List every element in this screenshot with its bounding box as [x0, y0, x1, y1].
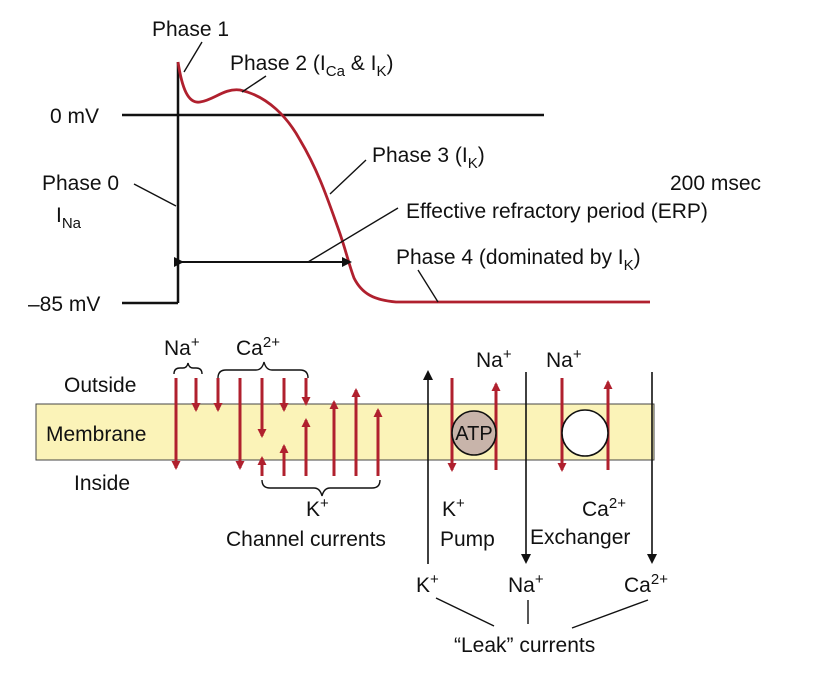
membrane-band: [35, 403, 655, 461]
k-plus-label-pump: K+: [442, 495, 465, 521]
k-plus-label-channels: K+: [306, 495, 329, 521]
phase2-leader: [241, 75, 267, 93]
atp-circle: [451, 410, 497, 456]
phase3-leader: [329, 159, 367, 195]
membrane-label: Membrane: [46, 423, 146, 446]
leak-k-label: K+: [416, 571, 439, 597]
action-potential-graph: Phase 1 Phase 2 (ICa & IK) 0 mV Phase 3 …: [28, 18, 761, 316]
phase2-label: Phase 2 (ICa & IK): [230, 52, 393, 80]
na-brace: [173, 362, 203, 375]
phase3-label: Phase 3 (IK): [372, 144, 485, 172]
phase1-leader: [183, 41, 203, 73]
phase4-leader: [417, 269, 439, 303]
atp-label: ATP: [455, 423, 492, 445]
leak-ca-label: Ca2+: [624, 571, 668, 597]
phase0-current-label: INa: [56, 204, 82, 232]
leak-currents-label: “Leak” currents: [454, 634, 595, 657]
membrane-section: Outside Membrane Inside Na+ Ca2+ Na+ Na+: [35, 334, 668, 657]
inside-label: Inside: [74, 472, 130, 495]
leak-current-arrows: [423, 370, 657, 564]
na-k-pump: ATP: [447, 378, 501, 472]
minus85-mv-label: –85 mV: [28, 293, 100, 316]
exchanger-circle: [561, 409, 609, 457]
na-plus-label-channels: Na+: [164, 334, 200, 360]
ca-label-exchanger: Ca2+: [582, 495, 626, 521]
zero-mv-label: 0 mV: [50, 105, 99, 128]
na-plus-label-exchanger: Na+: [546, 346, 582, 372]
channel-currents-label: Channel currents: [226, 528, 386, 551]
k-brace: [261, 479, 381, 497]
na-ca-exchanger: [557, 378, 613, 472]
phase4-label: Phase 4 (dominated by IK): [396, 246, 641, 274]
leak-na-label: Na+: [508, 571, 544, 597]
na-plus-label-pump: Na+: [476, 346, 512, 372]
phase0-label: Phase 0: [42, 172, 119, 195]
ca-label-channels: Ca2+: [236, 334, 280, 360]
exchanger-label: Exchanger: [530, 526, 630, 549]
channel-current-arrows: [171, 378, 383, 476]
erp-label: Effective refractory period (ERP): [406, 200, 708, 223]
leak-connector-ca: [571, 599, 649, 629]
erp-leader: [307, 207, 399, 263]
outside-label: Outside: [64, 374, 136, 397]
phase0-leader: [133, 183, 177, 207]
ca-brace: [217, 361, 309, 379]
pump-label: Pump: [440, 528, 495, 551]
phase1-label: Phase 1: [152, 18, 229, 41]
leak-connector-k: [435, 597, 495, 627]
time-scale-label: 200 msec: [670, 172, 761, 195]
action-potential-curve: [176, 61, 650, 304]
